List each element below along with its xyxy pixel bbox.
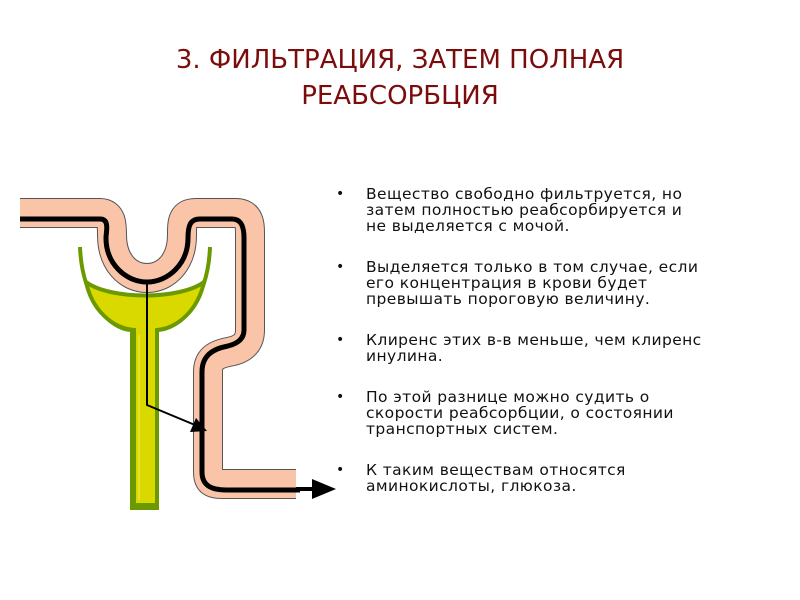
bullet-marker: • [336, 389, 345, 405]
bullet-marker: • [336, 186, 345, 202]
tubule-vessel [20, 198, 300, 499]
nephron-diagram [20, 198, 336, 510]
bullet-marker: • [336, 332, 345, 348]
bullet-item: • Вещество свободно фильтруется, но зате… [336, 185, 683, 235]
title-line-2: РЕАБСОРБЦИЯ [301, 81, 499, 111]
bullet-item: • К таким веществам относятся аминокисло… [336, 461, 626, 495]
bullet-item: • Клиренс этих в-в меньше, чем клиренс и… [336, 331, 702, 365]
bullet-item: • По этой разнице можно судить о скорост… [336, 388, 674, 438]
excretion-arrow [296, 479, 336, 499]
bullet-item: • Выделяется только в том случае, если е… [336, 258, 699, 308]
bullet-list: • Вещество свободно фильтруется, но зате… [336, 186, 786, 494]
slide-title: 3. ФИЛЬТРАЦИЯ, ЗАТЕМ ПОЛНАЯ РЕАБСОРБЦИЯ [60, 42, 740, 114]
title-line-1: 3. ФИЛЬТРАЦИЯ, ЗАТЕМ ПОЛНАЯ [175, 45, 625, 75]
bullet-marker: • [336, 259, 345, 275]
capsule-shape [78, 246, 212, 510]
reabsorption-arrow [146, 282, 207, 432]
bullet-marker: • [336, 462, 345, 478]
